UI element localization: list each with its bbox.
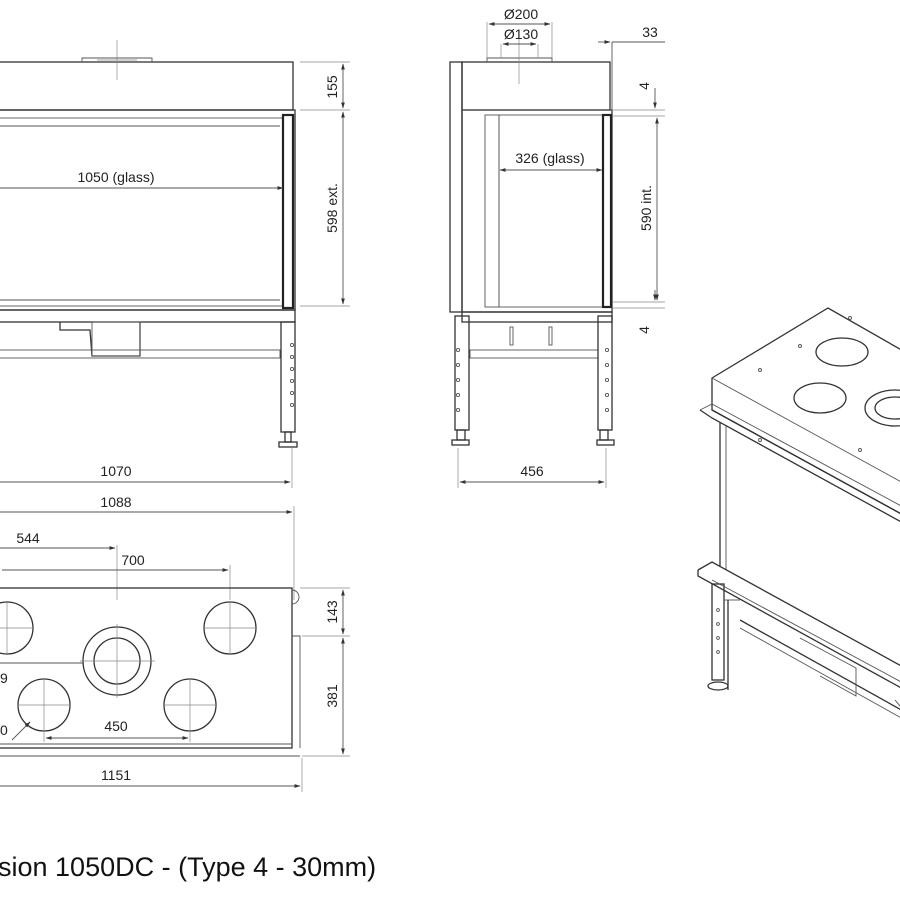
top-cut-label-a: 9 xyxy=(0,670,8,686)
side-top-gap-label: 4 xyxy=(636,82,652,90)
top-view: 1088 544 700 450 9 xyxy=(0,494,350,792)
side-bottom-gap-label: 4 xyxy=(636,326,652,334)
top-cut-label-b: 0 xyxy=(0,722,8,738)
top-dim-544-label: 544 xyxy=(16,530,40,546)
isometric-view xyxy=(697,307,900,718)
side-view: Ø200 Ø130 326 (glass) xyxy=(449,6,665,488)
top-dim-381-label: 381 xyxy=(324,684,340,708)
side-int-height-label: 590 int. xyxy=(638,185,654,231)
top-dim-143-label: 143 xyxy=(324,600,340,624)
front-overall-width-label: 1070 xyxy=(100,463,131,479)
drawing-caption: ision 1050DC - (Type 4 - 30mm) xyxy=(0,852,377,882)
front-ext-height-label: 598 ext. xyxy=(324,183,340,233)
top-dim-700-label: 700 xyxy=(121,552,145,568)
side-glass-width-label: 326 (glass) xyxy=(515,150,584,166)
front-top-height-label: 155 xyxy=(324,75,340,99)
top-overall-width-label: 1088 xyxy=(100,494,131,510)
side-depth-label: 456 xyxy=(520,463,544,479)
outer-diameter-label: Ø200 xyxy=(504,6,538,22)
front-glass-width-label: 1050 (glass) xyxy=(77,169,154,185)
top-dim-450-label: 450 xyxy=(104,718,128,734)
front-view: 1050 (glass) 155 598 ext. 1070 xyxy=(0,40,350,488)
top-base-width-label: 1151 xyxy=(101,767,131,783)
side-top-offset-label: 33 xyxy=(642,24,658,40)
inner-diameter-label: Ø130 xyxy=(504,26,538,42)
